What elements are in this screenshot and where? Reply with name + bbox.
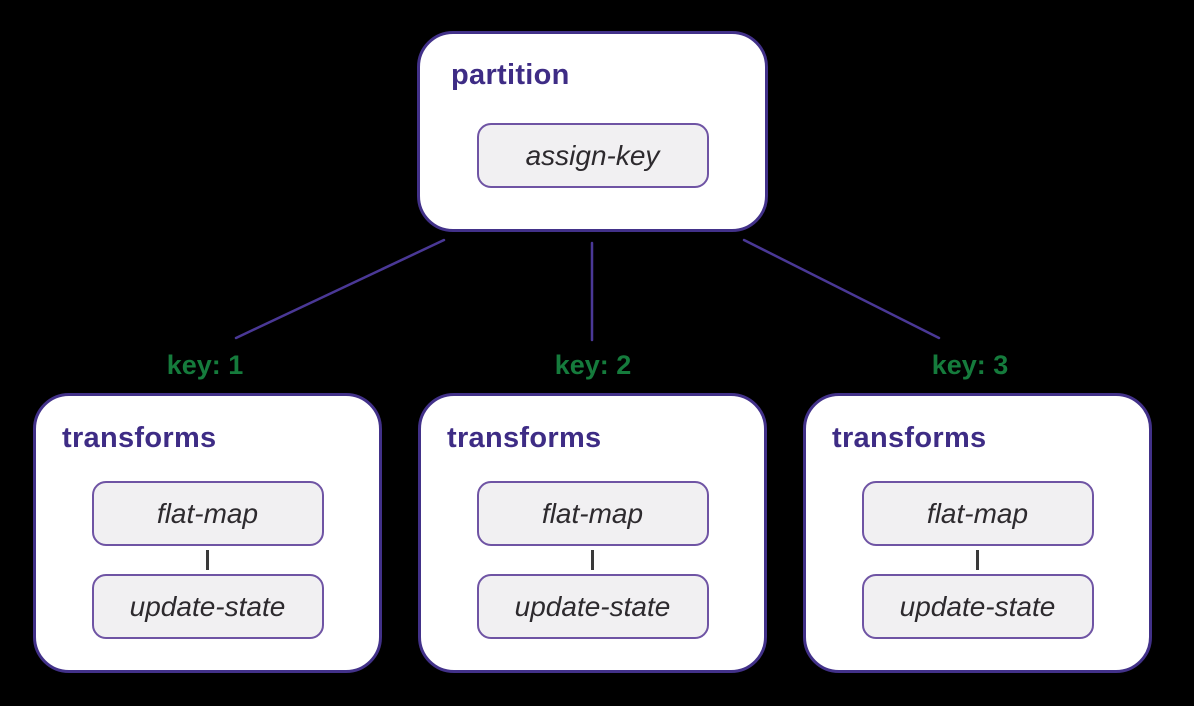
edge-to-key-3: [742, 238, 941, 340]
update-state-label-3: update-state: [899, 590, 1056, 622]
transforms-node-3: transforms flat-map update-state: [803, 393, 1152, 673]
key-label-1: key: 1: [166, 350, 244, 380]
transforms-title-1: transforms: [62, 422, 217, 454]
partition-node: partition assign-key: [417, 31, 768, 232]
update-state-operator-3: update-state: [861, 574, 1094, 639]
transforms-title-3: transforms: [832, 422, 987, 454]
step-connector-1: [206, 550, 209, 570]
flat-map-label-2: flat-map: [541, 497, 644, 529]
key-label-2: key: 2: [554, 350, 632, 380]
update-state-operator-2: update-state: [476, 574, 709, 639]
partition-title: partition: [451, 59, 570, 91]
transforms-node-1: transforms flat-map update-state: [33, 393, 382, 673]
transforms-steps-1: flat-map update-state: [36, 481, 379, 639]
assign-key-label: assign-key: [525, 139, 660, 171]
update-state-operator-1: update-state: [91, 574, 324, 639]
update-state-label-2: update-state: [514, 590, 671, 622]
transforms-title-2: transforms: [447, 422, 602, 454]
key-label-3: key: 3: [931, 350, 1009, 380]
edge-to-key-1: [234, 238, 446, 340]
transforms-steps-3: flat-map update-state: [806, 481, 1149, 639]
step-connector-2: [591, 550, 594, 570]
transforms-steps-2: flat-map update-state: [421, 481, 764, 639]
flat-map-operator-3: flat-map: [861, 481, 1094, 546]
assign-key-operator: assign-key: [476, 123, 709, 188]
flat-map-operator-1: flat-map: [91, 481, 324, 546]
transforms-node-2: transforms flat-map update-state: [418, 393, 767, 673]
flat-map-label-1: flat-map: [156, 497, 259, 529]
step-connector-3: [976, 550, 979, 570]
update-state-label-1: update-state: [129, 590, 286, 622]
flat-map-operator-2: flat-map: [476, 481, 709, 546]
flat-map-label-3: flat-map: [926, 497, 1029, 529]
